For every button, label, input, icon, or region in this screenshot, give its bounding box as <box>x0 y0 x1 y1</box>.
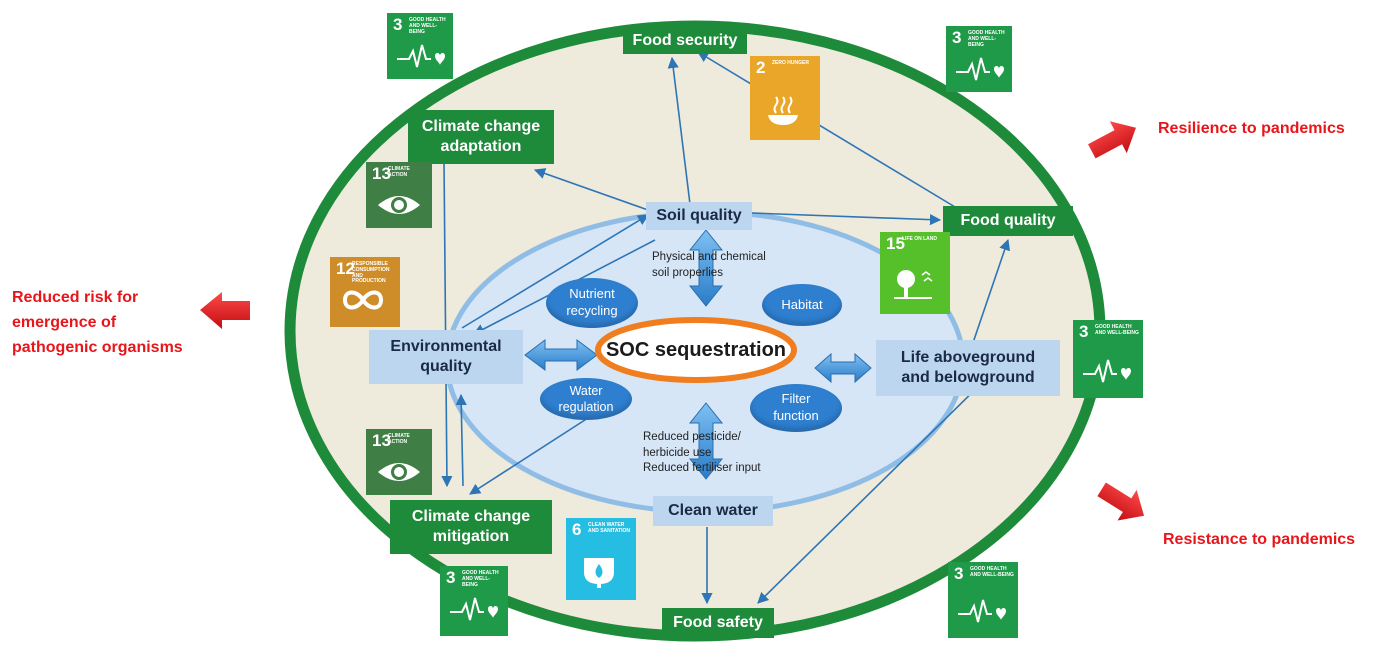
sdg3-bottomleft-badge: 3Good health and well-being <box>440 566 508 636</box>
arrow-resistance <box>1097 482 1145 521</box>
resistance-text: Resistance to pandemics <box>1163 531 1356 548</box>
double-arrow-life <box>814 352 872 384</box>
environmental-quality-label: Environmental quality <box>369 330 523 384</box>
water-regulation-oval: Water regulation <box>540 378 632 420</box>
double-arrow-cleanwater <box>688 402 724 480</box>
infinity-icon <box>342 290 384 310</box>
sdg13-upper-badge: 13Climate action <box>366 162 432 228</box>
soc-sequestration-label: SOC sequestration <box>605 338 787 361</box>
sdg3-right-badge: 3Good health and well-being <box>1073 320 1143 398</box>
sdg6-badge: 6Clean water and sanitation <box>566 518 636 600</box>
heartbeat-icon <box>958 599 1006 623</box>
soc-ring <box>595 317 797 383</box>
sdg3-topleft-badge: 3Good health and well-being <box>387 13 453 79</box>
connector-life-to-foodsafety <box>757 374 991 604</box>
bowl-icon <box>768 96 798 125</box>
climate-mitigation-label: Climate change mitigation <box>390 500 552 554</box>
connector-soil-to-foodquality <box>751 212 942 226</box>
food-quality-label: Food quality <box>943 206 1073 236</box>
food-safety-label: Food safety <box>662 608 774 638</box>
heartbeat-icon <box>450 597 498 621</box>
connector-soil-to-foodsecurity <box>667 56 691 205</box>
connector-adaptation-to-mitigation <box>441 161 453 488</box>
reduced-inputs-note: Reduced pesticide/ herbicide use Reduced… <box>643 431 761 475</box>
sdg3-bottomright-badge: 3Good health and well-being <box>948 562 1018 638</box>
connector-mitigation-to-environmental <box>455 393 467 487</box>
connector-lines <box>441 51 1011 605</box>
heartbeat-icon <box>397 44 445 68</box>
sdg12-badge: 12Responsible consumption and production <box>330 257 400 327</box>
arrow-resilience <box>1088 121 1136 159</box>
reduced-risk-text: Reduced risk for emergence of pathogenic… <box>12 289 183 356</box>
connector-water-to-mitigation <box>469 417 589 495</box>
eye-globe-icon <box>378 463 420 481</box>
connector-soil-to-adaptation <box>533 168 649 211</box>
clean-water-label: Clean water <box>653 496 773 526</box>
water-drop-icon <box>584 558 614 588</box>
soil-quality-label: Soil quality <box>646 202 752 230</box>
heartbeat-icon <box>956 57 1004 81</box>
sdg3-topright-badge: 3Good health and well-being <box>946 26 1012 92</box>
sdg2-badge: 2Zero hunger <box>750 56 820 140</box>
filter-function-oval: Filter function <box>750 384 842 432</box>
tree-icon <box>894 270 933 299</box>
double-arrow-soil <box>688 229 724 307</box>
life-label: Life aboveground and belowground <box>876 340 1060 396</box>
arrow-reduced-risk <box>200 292 250 329</box>
habitat-oval: Habitat <box>762 284 842 326</box>
heartbeat-icon <box>1083 359 1131 383</box>
eye-globe-icon <box>378 196 420 214</box>
food-security-label: Food security <box>623 28 747 54</box>
sdg13-lower-badge: 13Climate action <box>366 429 432 495</box>
connector-foodquality-to-foodsecurity <box>697 51 961 211</box>
physical-chemical-note: Physical and chemical soil properlies <box>652 251 766 279</box>
nutrient-recycling-oval: Nutrient recycling <box>546 278 638 328</box>
resilience-text: Resilience to pandemics <box>1158 120 1345 137</box>
connector-environmental-to-soil <box>461 214 649 329</box>
climate-adaptation-label: Climate change adaptation <box>408 110 554 164</box>
